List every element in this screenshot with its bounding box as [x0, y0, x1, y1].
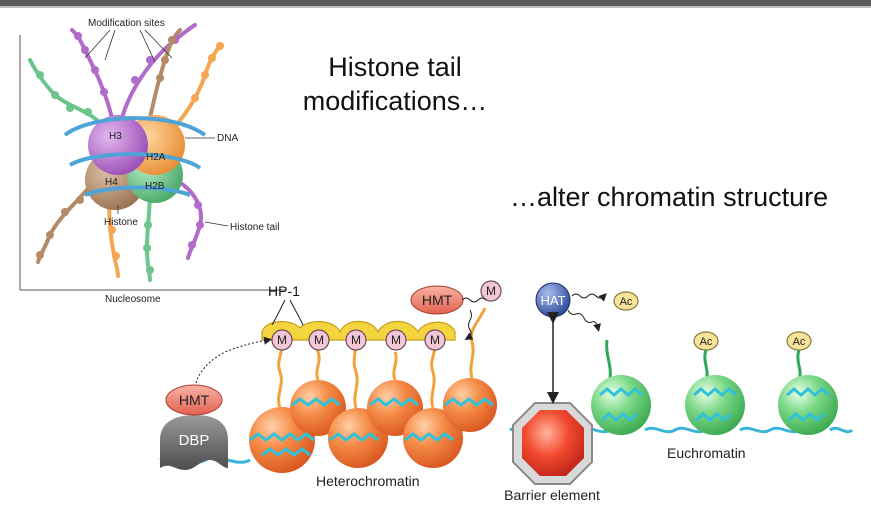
- barrier-octagon-inner: [522, 410, 584, 476]
- hmt-left: [165, 384, 223, 416]
- label-h4: H4: [105, 177, 118, 188]
- m-label: M: [314, 333, 324, 347]
- label-histone: Histone: [104, 217, 138, 228]
- label-h3: H3: [109, 131, 122, 142]
- label-modification-sites: Modification sites: [88, 18, 165, 29]
- m-label: M: [430, 333, 440, 347]
- label-nucleosome: Nucleosome: [105, 294, 161, 305]
- dna-wrap: [63, 116, 207, 197]
- label-hat: HAT: [540, 293, 565, 308]
- methyl-marks: [271, 280, 502, 351]
- hmt-top: [410, 285, 464, 315]
- dbp-protein: [160, 415, 228, 470]
- label-euchromatin: Euchromatin: [667, 445, 746, 461]
- eu-bead: [778, 375, 838, 435]
- label-barrier-element: Barrier element: [504, 487, 600, 503]
- label-histone-tail: Histone tail: [230, 222, 279, 233]
- slide-title: Histone tail modifications…: [300, 50, 490, 118]
- m-label: M: [391, 333, 401, 347]
- nucleosome-figure: Modification sites H3 H2A H4 H2B DNA His…: [19, 18, 285, 305]
- m-label: M: [486, 284, 496, 298]
- top-border-shadow: [0, 6, 871, 8]
- title-line-2: modifications…: [302, 86, 488, 116]
- label-h2a: H2A: [146, 152, 166, 163]
- title-line-1: Histone tail: [328, 52, 462, 82]
- label-hp1: HP-1: [268, 283, 300, 299]
- ac-label: Ac: [700, 336, 713, 348]
- eu-bead: [685, 375, 745, 435]
- label-dbp: DBP: [179, 432, 210, 449]
- h3-histone: [88, 115, 148, 175]
- m-label: M: [351, 333, 361, 347]
- label-dna: DNA: [217, 133, 238, 144]
- heterochromatin-beads: [249, 378, 497, 473]
- eu-bead: [591, 375, 651, 435]
- top-border: [0, 0, 871, 6]
- acetyl-marks: [613, 291, 812, 351]
- label-hmt-left: HMT: [179, 392, 210, 408]
- label-h2b: H2B: [145, 181, 165, 192]
- ac-label: Ac: [620, 296, 633, 308]
- slide-subtitle: …alter chromatin structure: [510, 182, 829, 212]
- label-hmt-top: HMT: [422, 292, 453, 308]
- ac-label: Ac: [793, 336, 806, 348]
- label-heterochromatin: Heterochromatin: [316, 473, 420, 489]
- hetero-bead: [443, 378, 497, 432]
- hetero-bead: [290, 380, 346, 436]
- hetero-dna-wraps: [249, 397, 494, 457]
- chromatin-figure: HP-1 M M M M M M HMT DBP: [159, 280, 854, 503]
- m-label: M: [277, 333, 287, 347]
- eu-dna-wraps: [599, 387, 830, 422]
- tail-beads: [36, 32, 224, 274]
